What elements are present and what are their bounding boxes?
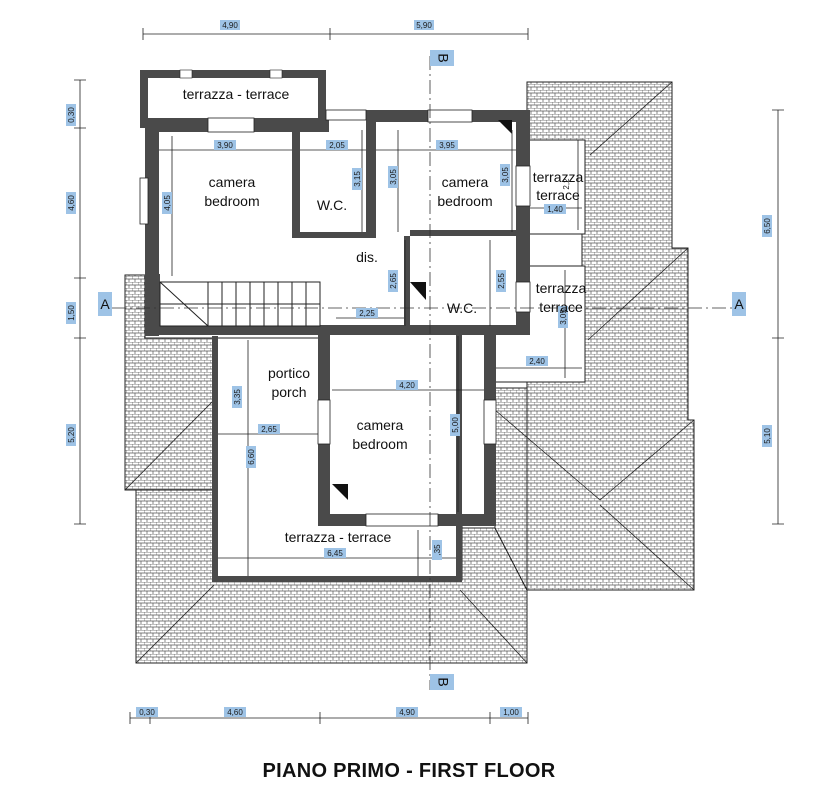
shaft-2 [410, 282, 426, 300]
dim-wc1-h: 3,15 [353, 171, 362, 187]
dim-right-1: 6,50 [763, 218, 772, 234]
dim-bed2-h1: 3,05 [389, 169, 398, 185]
section-b-top: B [435, 53, 451, 62]
terrace-top-area [144, 73, 322, 121]
dim-top-2: 5,90 [416, 21, 432, 30]
dim-bed2-w: 3,95 [439, 141, 455, 150]
dim-bed1-h: 4,05 [163, 195, 172, 211]
label-terrace-right1-it: terrazza [533, 169, 584, 185]
outer-dimension-lines [74, 28, 784, 724]
dim-left-3: 1,50 [67, 305, 76, 321]
dim-terr-r2-h: 3,05 [559, 309, 568, 325]
plan-title: PIANO PRIMO - FIRST FLOOR [262, 760, 556, 782]
dim-bottom-4: 1,00 [503, 708, 519, 717]
bedroom3-area [322, 332, 496, 526]
label-porch-en: porch [271, 384, 306, 400]
label-terrace-top: terrazza - terrace [183, 86, 290, 102]
dim-corr-w: 2,25 [359, 309, 375, 318]
dim-bottom-1: 0,30 [139, 708, 155, 717]
dim-left-1: 0,30 [67, 107, 76, 123]
dim-bed3-w: 4,20 [399, 381, 415, 390]
dim-dis-h: 2,65 [389, 273, 398, 289]
label-terrace-right2-en: terrace [539, 299, 583, 315]
label-bedroom2-it: camera [442, 174, 489, 190]
label-bedroom1-it: camera [209, 174, 256, 190]
dim-porch-h: 3,35 [233, 389, 242, 405]
label-porch-it: portico [268, 365, 310, 381]
label-bedroom3-it: camera [357, 417, 404, 433]
dim-bed1-w: 3,90 [217, 141, 233, 150]
section-a-left: A [100, 296, 110, 312]
room-labels: terrazza - terrace camera bedroom W.C. c… [183, 86, 587, 545]
dim-left-2: 4,60 [67, 195, 76, 211]
dim-left-4: 5,20 [67, 427, 76, 443]
section-b-bottom: B [435, 677, 451, 686]
dim-terr-r1-w: 1,40 [547, 205, 563, 214]
label-dis: dis. [356, 249, 378, 265]
label-terrace-bottom: terrazza - terrace [285, 529, 392, 545]
dim-wc1-w: 2,05 [329, 141, 345, 150]
dim-porch-w: 2,65 [261, 425, 277, 434]
shaft-1 [498, 120, 512, 134]
label-terrace-right1-en: terrace [536, 187, 580, 203]
label-terrace-right2-it: terrazza [536, 280, 587, 296]
label-bedroom2-en: bedroom [437, 193, 492, 209]
dim-bed3-h: 5,00 [451, 417, 460, 433]
dim-top-1: 4,90 [222, 21, 238, 30]
section-a-right: A [734, 296, 744, 312]
dim-terr-b-h: ,35 [433, 544, 442, 556]
dim-porch-d: 6,60 [247, 449, 256, 465]
label-bedroom3-en: bedroom [352, 436, 407, 452]
dim-right-2: 5,10 [763, 428, 772, 444]
label-bedroom1-en: bedroom [204, 193, 259, 209]
dim-wc2-h: 2,55 [497, 273, 506, 289]
dim-terr-r2-w: 2,40 [529, 357, 545, 366]
section-markers: A A B B [98, 50, 746, 690]
staircase [159, 281, 321, 327]
walls [140, 70, 530, 582]
shaft-3 [332, 484, 348, 500]
dim-terr-r1-h: 2,2 [562, 178, 571, 190]
dim-bottom-3: 4,90 [399, 708, 415, 717]
dim-bed2-h2: 3,05 [501, 167, 510, 183]
dim-terr-b-w: 6,45 [327, 549, 343, 558]
dimension-labels: 4,90 5,90 0,30 4,60 4,90 1,00 0,30 4,60 … [66, 20, 772, 717]
label-wc1: W.C. [317, 197, 347, 213]
label-wc2: W.C. [447, 300, 477, 316]
dim-bottom-2: 4,60 [227, 708, 243, 717]
openings [139, 69, 531, 527]
